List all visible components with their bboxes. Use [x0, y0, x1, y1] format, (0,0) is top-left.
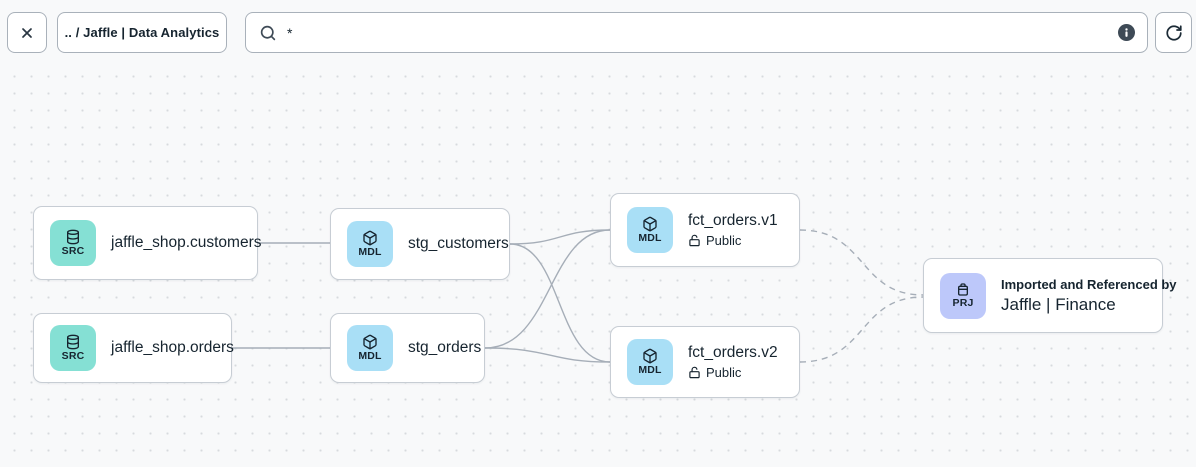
project-badge: PRJ: [940, 272, 986, 319]
cube-icon: [363, 230, 377, 246]
database-icon: [67, 229, 79, 245]
model-badge: MDL: [347, 325, 393, 371]
node-model-stg-customers[interactable]: MDL stg_customers: [330, 208, 510, 280]
node-model-fct-orders-v1[interactable]: MDL fct_orders.v1 Public: [610, 193, 800, 267]
model-badge: MDL: [627, 207, 673, 253]
access-row: Public: [688, 365, 778, 380]
node-model-stg-orders[interactable]: MDL stg_orders: [330, 313, 485, 383]
node-label: fct_orders.v2: [688, 344, 778, 361]
unlock-icon: [689, 234, 700, 247]
edge-stgorders-fctv2: [484, 347, 611, 363]
badge-label: SRC: [61, 244, 85, 257]
breadcrumb-label: .. / Jaffle | Data Analytics: [64, 25, 220, 40]
project-kicker: Imported and Referenced by: [1001, 276, 1177, 292]
node-label: fct_orders.v1: [688, 212, 778, 229]
database-icon: [67, 334, 79, 350]
edge-stgcustomers-fctv1: [509, 229, 611, 245]
badge-label: MDL: [358, 245, 382, 258]
source-badge: SRC: [50, 325, 96, 371]
refresh-button[interactable]: [1155, 12, 1192, 53]
cube-icon: [363, 334, 377, 350]
edge-stgcustomers-fctv2: [509, 243, 611, 363]
access-label: Public: [706, 365, 742, 380]
node-label: stg_orders: [408, 339, 482, 356]
access-row: Public: [688, 233, 778, 248]
node-label: Jaffle | Finance: [1001, 294, 1116, 314]
model-badge: MDL: [347, 221, 393, 267]
node-source-jaffle-shop-orders[interactable]: SRC jaffle_shop.orders: [33, 313, 234, 383]
edge-fctv1-project: [799, 229, 924, 296]
toolbar: .. / Jaffle | Data Analytics: [0, 0, 1196, 62]
search-bar[interactable]: [245, 12, 1148, 53]
search-icon: [260, 25, 276, 40]
badge-label: SRC: [61, 349, 85, 362]
edge-fctv2-project: [799, 296, 924, 363]
archive-jar-icon: [958, 283, 968, 296]
model-badge: MDL: [627, 339, 673, 385]
lineage-canvas[interactable]: SRC jaffle_shop.customers SRC jaffle_sho…: [0, 62, 1196, 456]
node-label: stg_customers: [408, 235, 509, 252]
node-source-jaffle-shop-customers[interactable]: SRC jaffle_shop.customers: [33, 206, 262, 280]
unlock-icon: [689, 366, 700, 379]
node-project-jaffle-finance[interactable]: PRJ Imported and Referenced by Jaffle | …: [923, 258, 1177, 333]
node-label: jaffle_shop.customers: [111, 234, 262, 251]
breadcrumb[interactable]: .. / Jaffle | Data Analytics: [57, 12, 227, 53]
close-button[interactable]: [7, 12, 47, 53]
close-icon: [22, 27, 32, 38]
info-icon[interactable]: [1118, 24, 1135, 41]
node-label: jaffle_shop.orders: [111, 339, 234, 356]
search-input[interactable]: [287, 24, 1118, 41]
source-badge: SRC: [50, 220, 96, 266]
cube-icon: [643, 348, 657, 364]
badge-label: MDL: [638, 363, 662, 376]
badge-label: MDL: [358, 349, 382, 362]
badge-label: PRJ: [952, 297, 974, 310]
cube-icon: [643, 216, 657, 232]
badge-label: MDL: [638, 231, 662, 244]
refresh-icon: [1165, 24, 1182, 41]
access-label: Public: [706, 233, 742, 248]
node-model-fct-orders-v2[interactable]: MDL fct_orders.v2 Public: [610, 326, 800, 398]
